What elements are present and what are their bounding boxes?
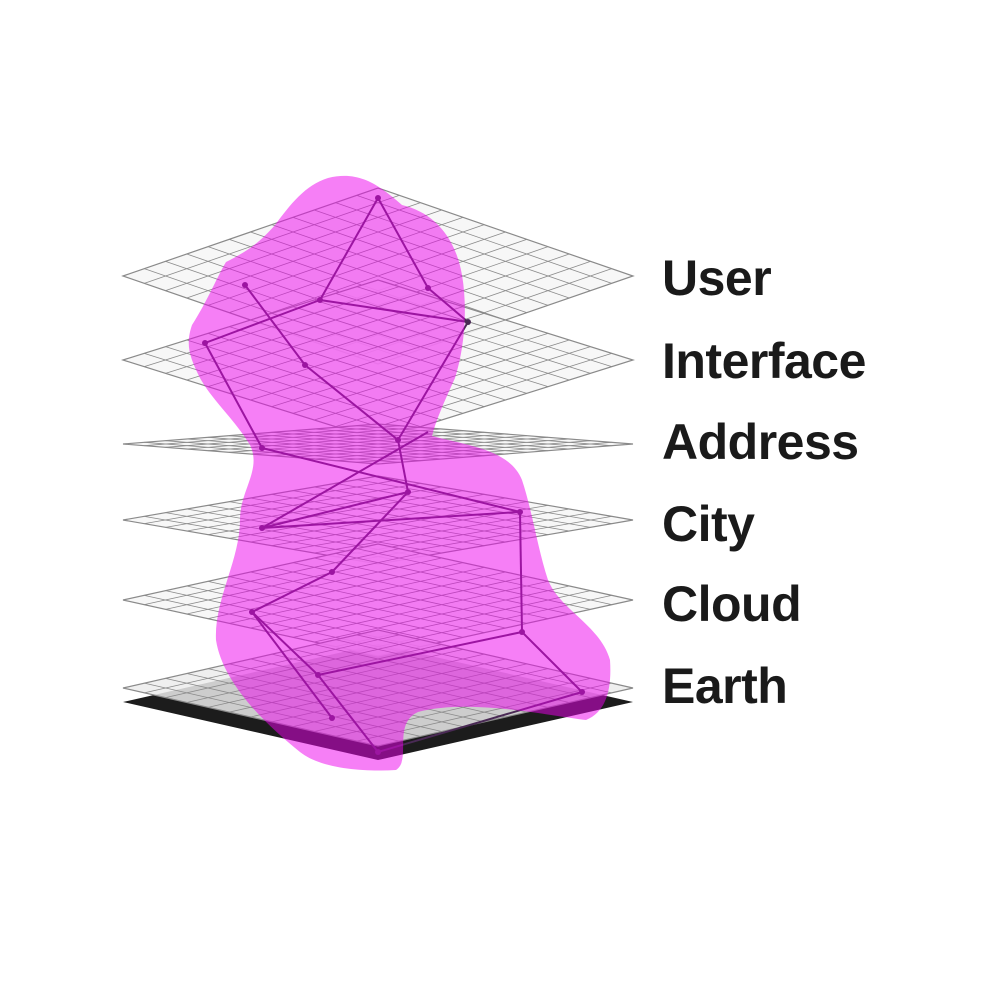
layer-label-cloud: Cloud (662, 576, 802, 632)
highlight-overlay (188, 175, 611, 771)
layer-label-earth: Earth (662, 658, 788, 714)
layer-label-user: User (662, 250, 772, 306)
highlight-region (188, 175, 611, 771)
network-node (465, 319, 471, 325)
layer-label-address: Address (662, 414, 859, 470)
layer-label-interface: Interface (662, 333, 866, 389)
layer-label-city: City (662, 496, 755, 552)
